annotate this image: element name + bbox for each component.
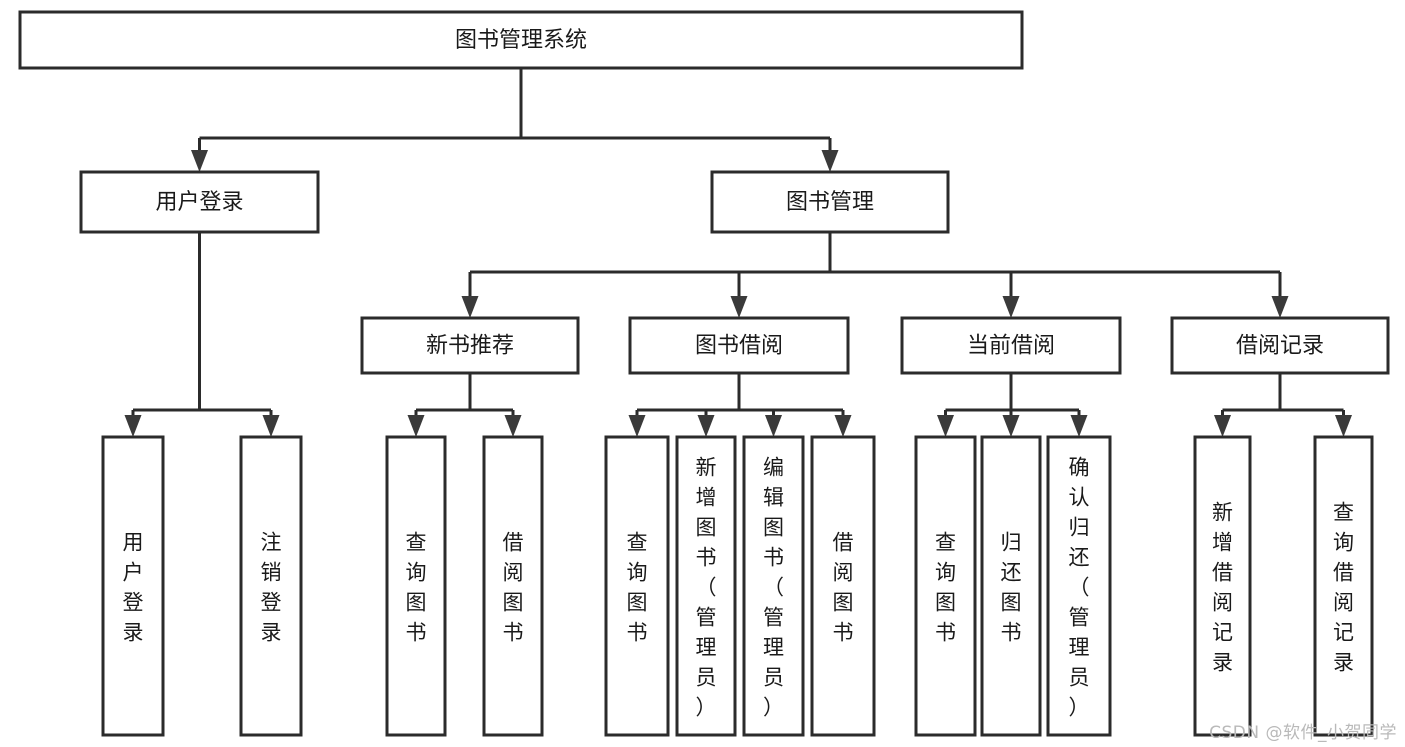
node-label: 当前借阅 <box>967 334 1055 359</box>
node-n6[interactable]: 新增图书（管理员） <box>675 435 737 737</box>
node-n12[interactable]: 新增借阅记录 <box>1193 435 1252 737</box>
node-box <box>482 435 544 737</box>
node-box <box>360 316 580 375</box>
node-box <box>79 170 320 234</box>
node-n8[interactable]: 借阅图书 <box>810 435 876 737</box>
arrow-head-icon <box>1214 415 1231 437</box>
arrow-head-icon <box>821 150 839 172</box>
arrow-head-icon <box>1002 415 1020 437</box>
arrow-head-icon <box>461 296 479 318</box>
arrow-head-icon <box>1335 415 1352 437</box>
arrow-head-icon <box>1271 296 1289 318</box>
node-label: 用户登录 <box>123 530 144 644</box>
node-box <box>675 435 737 737</box>
node-box <box>385 435 447 737</box>
node-label: 查询图书 <box>935 530 956 644</box>
arrow-head-icon <box>765 415 782 437</box>
node-label: 借阅图书 <box>503 530 524 644</box>
node-root[interactable]: 图书管理系统 <box>18 10 1024 70</box>
node-n10[interactable]: 归还图书 <box>980 435 1042 737</box>
node-label: 图书管理系统 <box>455 28 587 53</box>
node-label: 归还图书 <box>1001 530 1022 644</box>
node-box <box>628 316 850 375</box>
arrow-head-icon <box>937 415 954 437</box>
node-box <box>914 435 977 737</box>
node-l2d[interactable]: 借阅记录 <box>1170 316 1390 375</box>
node-box <box>239 435 303 737</box>
node-box <box>810 435 876 737</box>
edges-layer <box>124 68 1352 437</box>
node-label: 编辑图书（管理员） <box>763 455 784 719</box>
node-label: 新增图书（管理员） <box>696 455 717 719</box>
node-l1a[interactable]: 用户登录 <box>79 170 320 234</box>
arrow-head-icon <box>628 415 646 437</box>
node-n3[interactable]: 查询图书 <box>385 435 447 737</box>
arrow-head-icon <box>730 296 748 318</box>
node-box <box>900 316 1122 375</box>
node-box <box>1046 435 1112 737</box>
node-box <box>1193 435 1252 737</box>
node-box <box>18 10 1024 70</box>
arrow-head-icon <box>191 150 208 172</box>
arrow-head-icon <box>834 415 852 437</box>
node-label: 图书借阅 <box>695 334 783 359</box>
node-n5[interactable]: 查询图书 <box>604 435 670 737</box>
node-label: 图书管理 <box>786 190 874 215</box>
arrow-head-icon <box>697 415 715 437</box>
arrow-head-icon <box>1070 415 1088 437</box>
nodes-layer: 图书管理系统用户登录图书管理新书推荐图书借阅当前借阅借阅记录用户登录注销登录查询… <box>18 10 1390 737</box>
node-box <box>1313 435 1374 737</box>
node-label: 新书推荐 <box>426 334 514 359</box>
node-box <box>1170 316 1390 375</box>
node-n11[interactable]: 确认归还（管理员） <box>1046 435 1112 737</box>
node-box <box>980 435 1042 737</box>
arrow-head-icon <box>1002 296 1020 318</box>
node-l2c[interactable]: 当前借阅 <box>900 316 1122 375</box>
node-label: 查询图书 <box>406 530 427 644</box>
arrow-head-icon <box>262 415 280 437</box>
node-label: 注销登录 <box>261 530 282 644</box>
node-l2a[interactable]: 新书推荐 <box>360 316 580 375</box>
node-n7[interactable]: 编辑图书（管理员） <box>742 435 805 737</box>
node-n13[interactable]: 查询借阅记录 <box>1313 435 1374 737</box>
node-box <box>101 435 165 737</box>
node-box <box>604 435 670 737</box>
node-label: 借阅记录 <box>1236 334 1324 359</box>
node-label: 查询借阅记录 <box>1333 500 1354 674</box>
node-label: 新增借阅记录 <box>1212 500 1233 674</box>
node-l1b[interactable]: 图书管理 <box>710 170 950 234</box>
node-label: 借阅图书 <box>833 530 854 644</box>
arrow-head-icon <box>504 415 522 437</box>
node-n1[interactable]: 用户登录 <box>101 435 165 737</box>
node-n2[interactable]: 注销登录 <box>239 435 303 737</box>
node-label: 确认归还（管理员） <box>1069 455 1090 719</box>
arrow-head-icon <box>407 415 425 437</box>
arrow-head-icon <box>124 415 142 437</box>
node-n4[interactable]: 借阅图书 <box>482 435 544 737</box>
node-box <box>742 435 805 737</box>
node-n9[interactable]: 查询图书 <box>914 435 977 737</box>
node-label: 用户登录 <box>155 190 243 215</box>
node-l2b[interactable]: 图书借阅 <box>628 316 850 375</box>
node-label: 查询图书 <box>627 530 648 644</box>
node-box <box>710 170 950 234</box>
